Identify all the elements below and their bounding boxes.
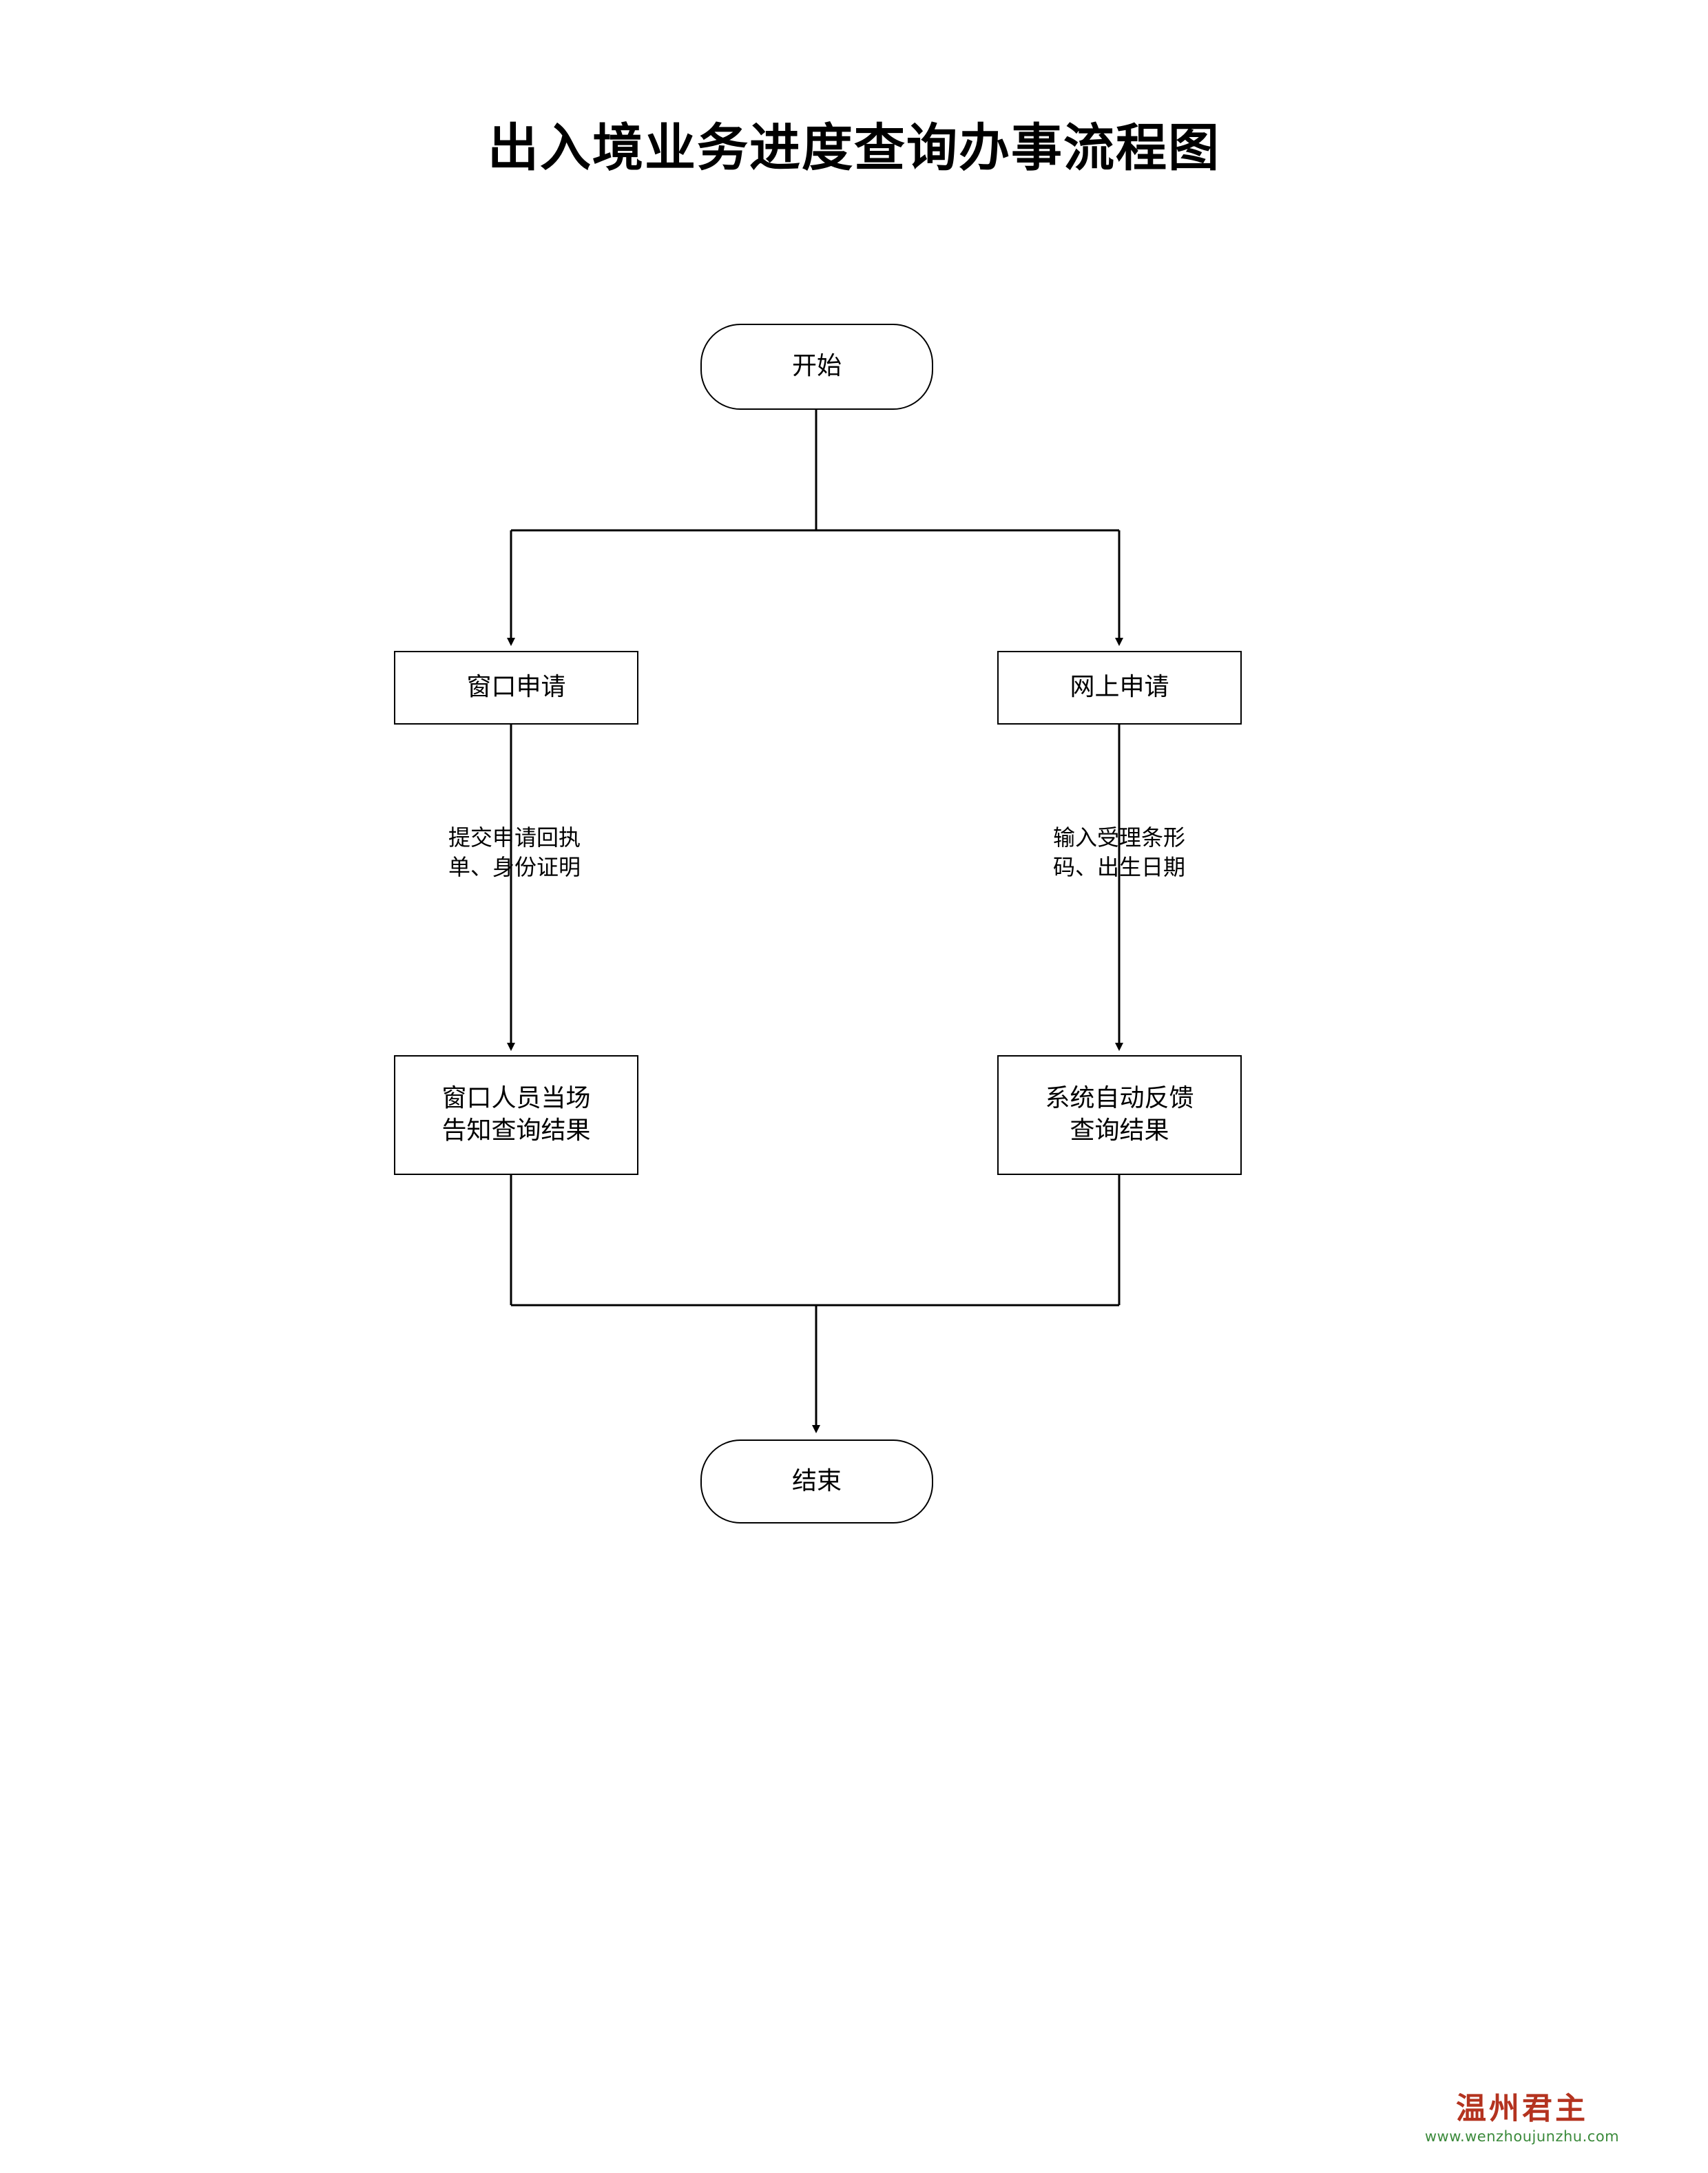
node-end-label: 结束 xyxy=(791,1466,842,1495)
edge-label-online-input: 输入受理条形 码、出生日期 xyxy=(1052,824,1185,881)
node-online-apply-label: 网上申请 xyxy=(1070,673,1169,702)
page-title: 出入境业务进度查询办事流程图 xyxy=(488,118,1220,178)
edge-label-window-docs: 提交申请回执 单、身份证明 xyxy=(448,824,581,881)
node-start-label: 开始 xyxy=(791,352,842,381)
node-window-result-label: 窗口人员当场 告知查询结果 xyxy=(441,1084,591,1145)
node-online-apply[interactable]: 网上申请 xyxy=(997,651,1242,725)
node-window-apply-label: 窗口申请 xyxy=(466,673,566,702)
watermark-url: www.wenzhoujunzhu.com xyxy=(1424,2128,1620,2145)
node-system-result-label: 系统自动反馈 查询结果 xyxy=(1045,1084,1194,1145)
node-end[interactable]: 结束 xyxy=(700,1439,933,1524)
watermark-name: 温州君主 xyxy=(1456,2091,1588,2126)
node-start[interactable]: 开始 xyxy=(700,324,933,410)
node-window-result[interactable]: 窗口人员当场 告知查询结果 xyxy=(394,1055,638,1175)
node-window-apply[interactable]: 窗口申请 xyxy=(394,651,638,725)
node-system-result[interactable]: 系统自动反馈 查询结果 xyxy=(997,1055,1242,1175)
watermark: 温州君主 www.wenzhoujunzhu.com xyxy=(1377,2094,1667,2145)
